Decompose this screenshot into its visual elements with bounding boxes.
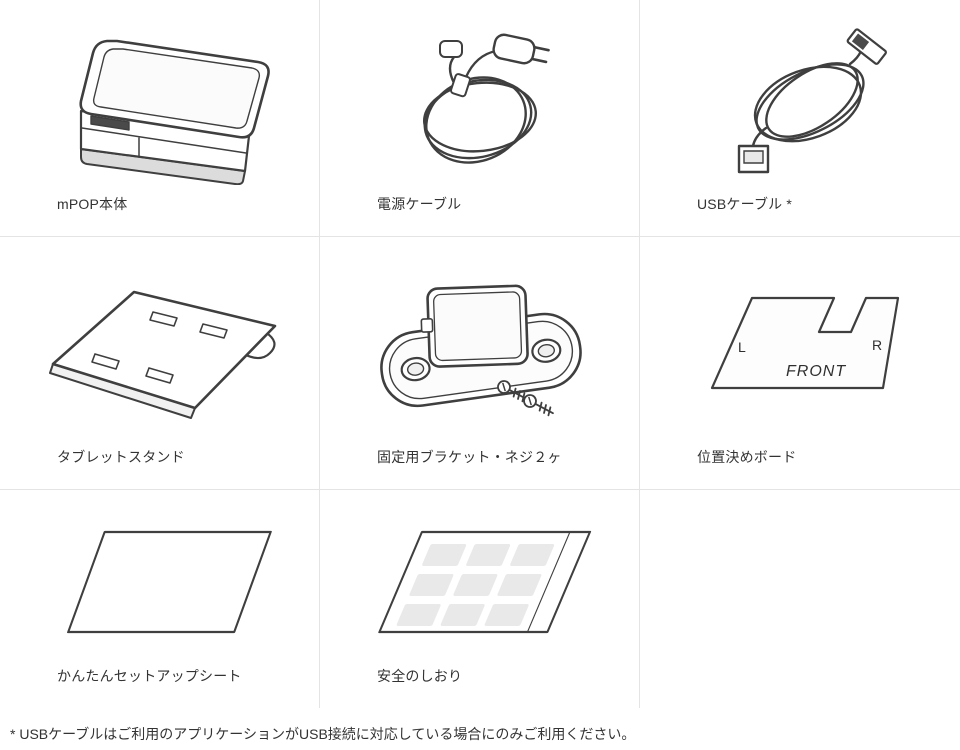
package-item-bracket: 固定用ブラケット・ネジ２ヶ [320, 237, 640, 490]
mpop-unit-icon [78, 39, 270, 185]
package-item-usb-cable: USBケーブル * [640, 0, 960, 237]
positioning-board-icon: L R FRONT [710, 296, 900, 389]
item-label: かんたんセットアップシート [57, 668, 242, 684]
illustration-area [0, 237, 319, 447]
item-label: 固定用ブラケット・ネジ２ヶ [377, 449, 562, 465]
item-label: mPOP本体 [57, 196, 128, 212]
item-label: 安全のしおり [377, 668, 463, 684]
item-label: 電源ケーブル [377, 196, 462, 212]
item-label: USBケーブル * [697, 196, 793, 212]
illustration-area [640, 0, 960, 194]
board-left-text: L [738, 339, 746, 355]
package-item-power-cable: 電源ケーブル [320, 0, 640, 237]
bracket-screws-icon [380, 284, 582, 417]
safety-booklet-icon [378, 530, 592, 634]
power-cable-icon [422, 33, 550, 164]
package-item-safety-booklet: 安全のしおり [320, 490, 640, 708]
board-front-text: FRONT [786, 363, 846, 380]
illustration-area [320, 237, 639, 447]
tablet-stand-icon [49, 290, 277, 419]
usb-footnote: * USBケーブルはご利用のアプリケーションがUSB接続に対応している場合にのみ… [10, 726, 636, 742]
illustration-area [0, 490, 319, 666]
usb-cable-icon [737, 28, 887, 174]
package-item-tablet-stand: タブレットスタンド [0, 237, 320, 490]
item-label: タブレットスタンド [57, 449, 185, 465]
illustration-area [320, 0, 639, 194]
empty-cell [640, 490, 960, 708]
illustration-area: L R FRONT [640, 237, 960, 447]
board-right-text: R [872, 337, 882, 353]
package-item-setup-sheet: かんたんセットアップシート [0, 490, 320, 708]
illustration-area [320, 490, 639, 666]
setup-sheet-icon [67, 530, 272, 634]
package-item-positioning-board: L R FRONT 位置決めボード [640, 237, 960, 490]
package-item-mpop: mPOP本体 [0, 0, 320, 237]
package-contents-grid: mPOP本体 [0, 0, 960, 708]
illustration-area [0, 0, 319, 194]
item-label: 位置決めボード [697, 449, 797, 465]
